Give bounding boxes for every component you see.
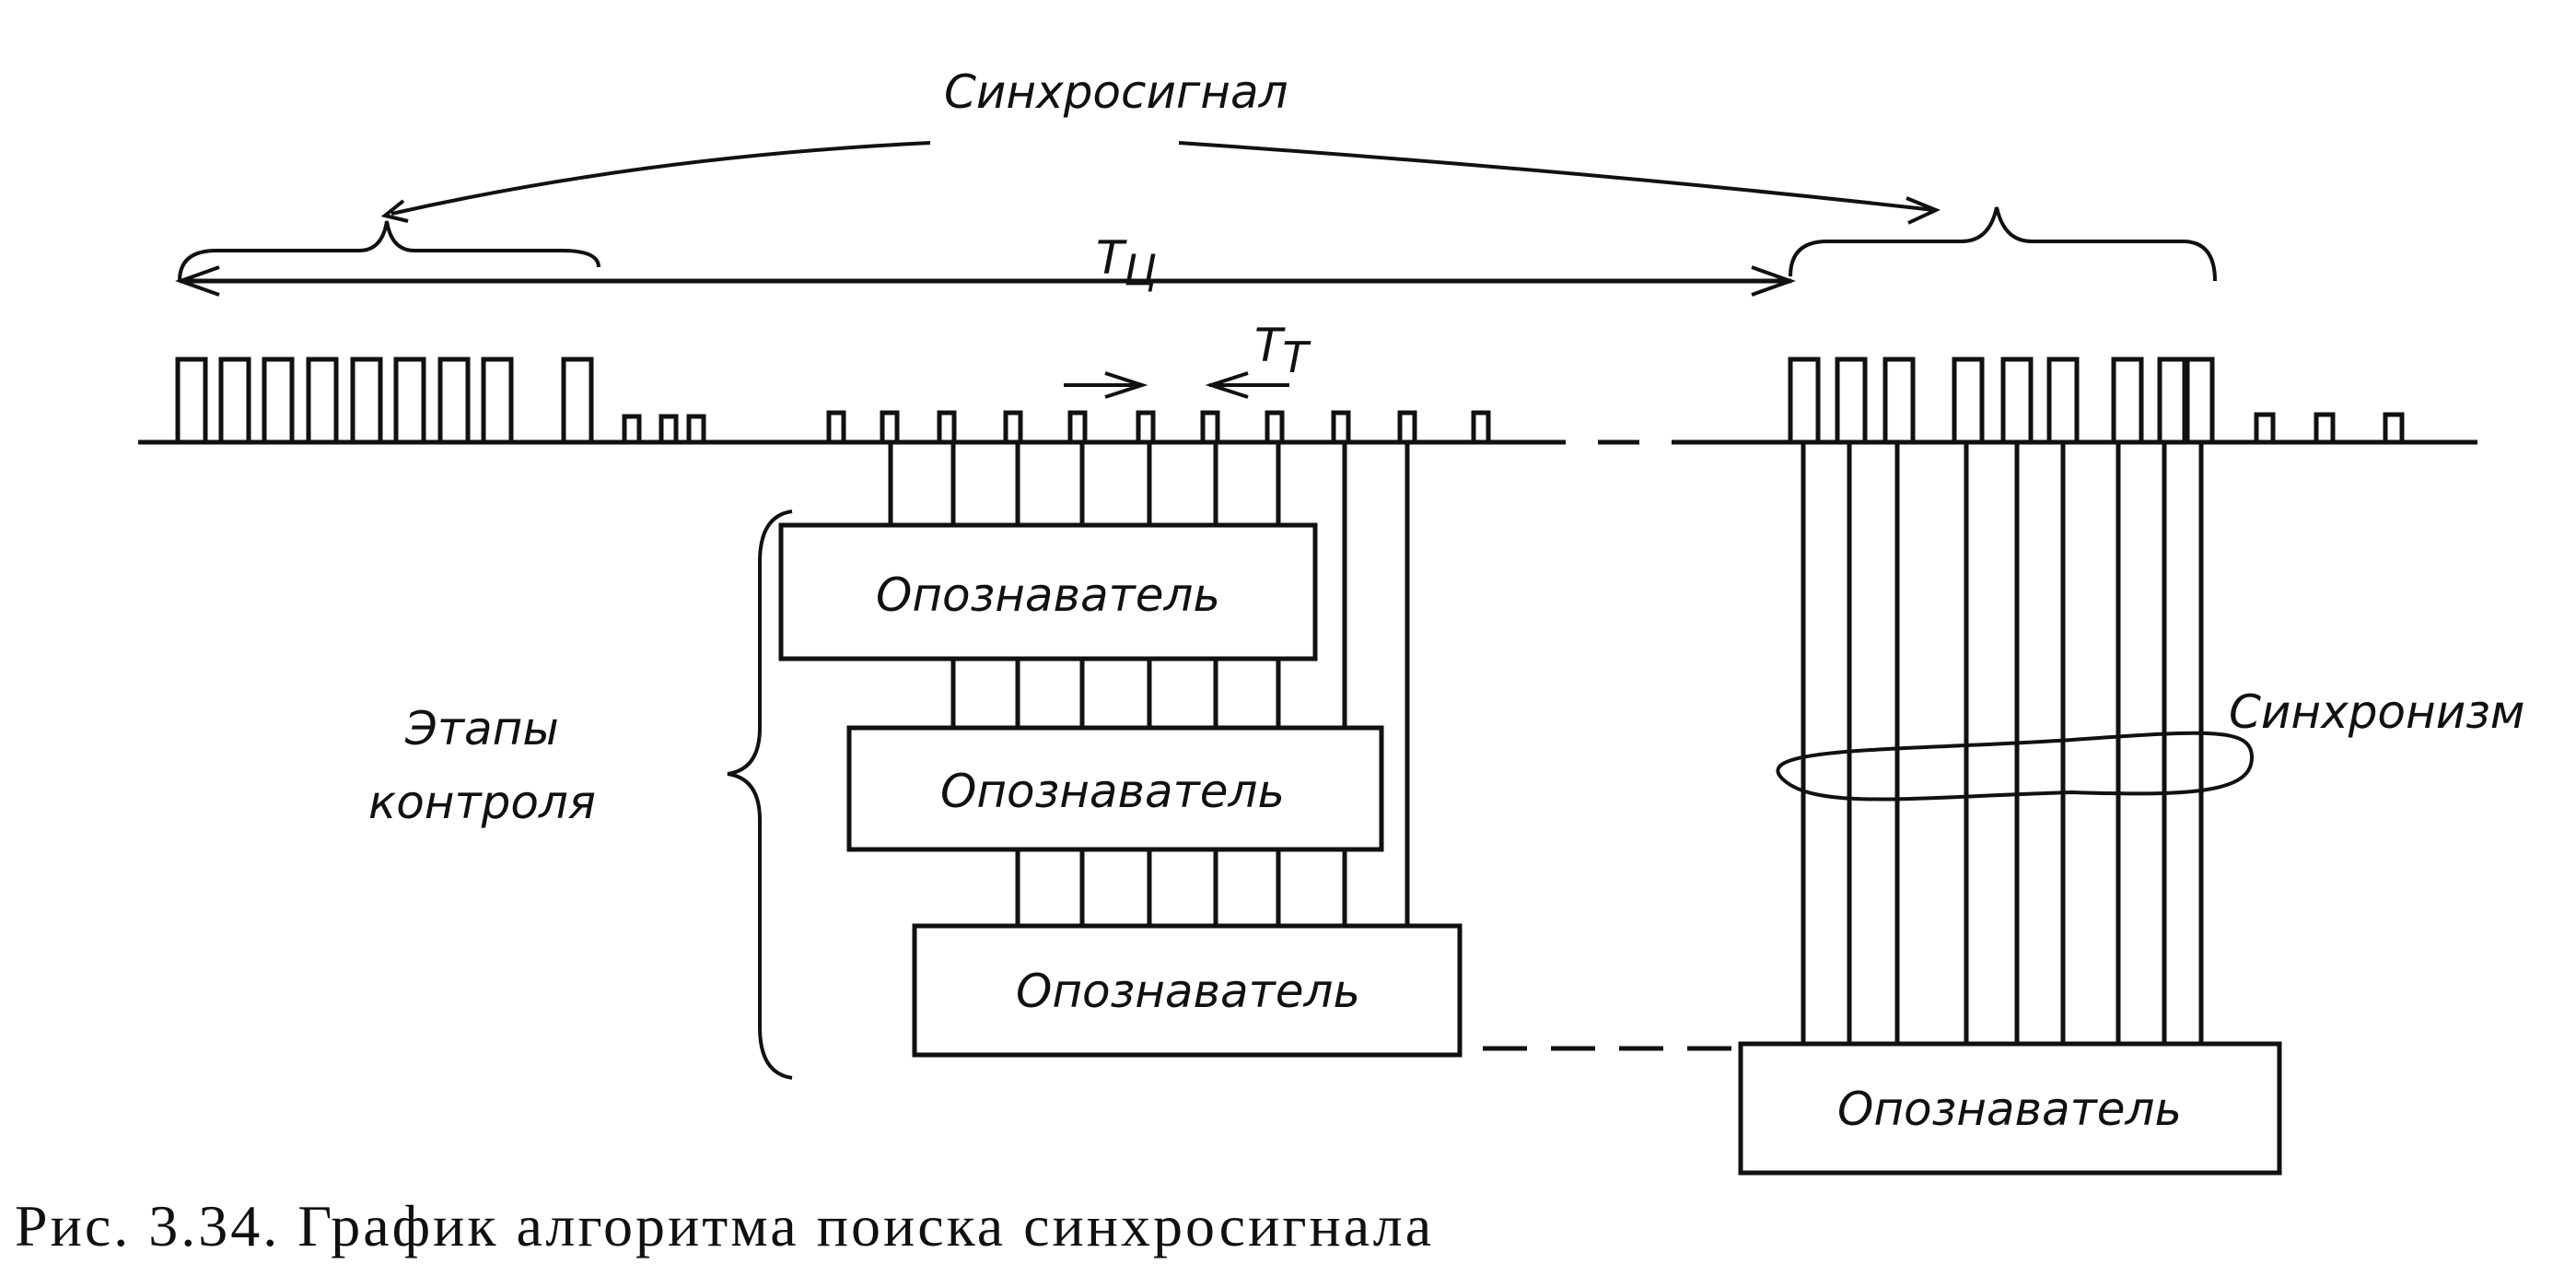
clock-pulse	[937, 410, 957, 442]
sync-pulse	[218, 357, 251, 442]
clock-pulse	[659, 414, 679, 442]
sync-pulse	[437, 357, 471, 442]
clock-pulse	[1331, 410, 1351, 442]
clock-pulse	[880, 410, 900, 442]
cycle-period-arrow	[175, 265, 1796, 297]
sync-pulse	[1952, 357, 1985, 442]
clock-pulse	[826, 410, 846, 442]
sync-pulse	[1882, 357, 1916, 442]
sync-pulse	[393, 357, 426, 442]
sync-pulse	[1835, 357, 1868, 442]
clock-pulse	[1265, 410, 1285, 442]
sync-pulse	[2000, 357, 2034, 442]
clock-pulse	[1067, 410, 1088, 442]
pulse-feed-lines	[888, 442, 2204, 1044]
left-sync-brace	[178, 220, 600, 282]
identifier-block-4: Опознаватель	[1738, 1041, 2282, 1176]
sync-pulse	[2046, 357, 2080, 442]
clock-pulse	[2314, 412, 2336, 442]
clock-pulse	[622, 414, 642, 442]
synchronism-label: Синхронизм	[2229, 685, 2525, 739]
control-stages-brace	[727, 509, 793, 1080]
sync-pulse	[2111, 357, 2144, 442]
clock-pulse	[1471, 410, 1491, 442]
clock-period-arrows	[1064, 371, 1289, 399]
sync-pulse	[262, 357, 295, 442]
identifier-label: Опознаватель	[876, 568, 1220, 622]
clock-pulse	[1200, 410, 1220, 442]
pulse-train	[175, 357, 2405, 442]
sync-pulse	[2157, 357, 2190, 442]
sync-pulse	[350, 357, 383, 442]
clock-pulse	[686, 414, 706, 442]
clock-pulse	[1136, 410, 1156, 442]
clock-period-label: ТТ	[1254, 319, 1312, 382]
synchronism-loop	[1776, 731, 2255, 802]
clock-pulse	[1003, 410, 1023, 442]
control-stages-label-1: Этапы	[404, 702, 559, 755]
identifier-label: Опознаватель	[1837, 1083, 2182, 1136]
sync-pulse	[175, 357, 208, 442]
right-sync-brace	[1789, 206, 2217, 282]
identifier-block-1: Опознаватель	[778, 522, 1318, 661]
identifier-block-2: Опознаватель	[846, 725, 1384, 852]
sync-signal-arrows	[380, 141, 1941, 225]
control-stages-label-2: контроля	[368, 776, 596, 829]
sync-pulse	[1788, 357, 1821, 442]
cycle-period-label: ТЦ	[1096, 231, 1157, 295]
sync-pulse	[306, 357, 339, 442]
sync-pulse	[2182, 357, 2215, 442]
sync-pulse	[561, 357, 594, 442]
sync-signal-label: Синхросигнал	[944, 65, 1288, 119]
clock-pulse	[2383, 412, 2405, 442]
identifier-label: Опознаватель	[940, 765, 1285, 818]
figure-caption: Рис. 3.34. График алгоритма поиска синхр…	[15, 1193, 1434, 1258]
identifier-block-3: Опознаватель	[912, 923, 1463, 1058]
clock-pulse	[2254, 412, 2276, 442]
identifier-label: Опознаватель	[1016, 965, 1360, 1018]
sync-pulse	[481, 357, 514, 442]
clock-pulse	[1397, 410, 1417, 442]
